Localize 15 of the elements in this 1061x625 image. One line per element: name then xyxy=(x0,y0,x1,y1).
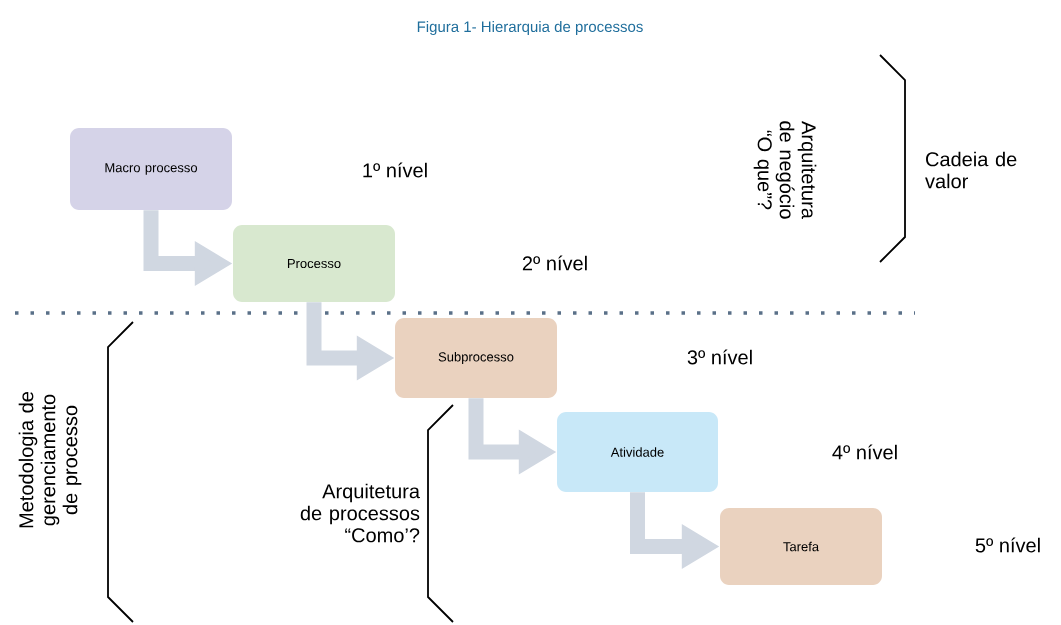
text-label: Cadeia de valor xyxy=(925,151,1017,189)
process-box: Tarefa xyxy=(720,508,882,585)
text-label: 1º nível xyxy=(363,162,427,178)
text-label: 2º nível xyxy=(522,255,587,271)
process-box: Processo xyxy=(233,225,395,302)
text-label: Arquitetura de negócio “O que”? xyxy=(753,121,817,219)
process-box: Subprocesso xyxy=(395,318,557,398)
text-label: 4º nível xyxy=(832,444,897,460)
process-box: Atividade xyxy=(557,412,718,492)
title: Figura 1- Hierarquia de processos xyxy=(417,21,643,35)
text-label: 3º nível xyxy=(687,349,752,365)
text-label: Arquitetura de processos “Como’? xyxy=(300,483,420,543)
text-label: 5º nível xyxy=(975,537,1040,553)
process-box: Macro processo xyxy=(70,128,232,210)
text-label: Metodologia de gerenciamento de processo xyxy=(18,392,82,528)
